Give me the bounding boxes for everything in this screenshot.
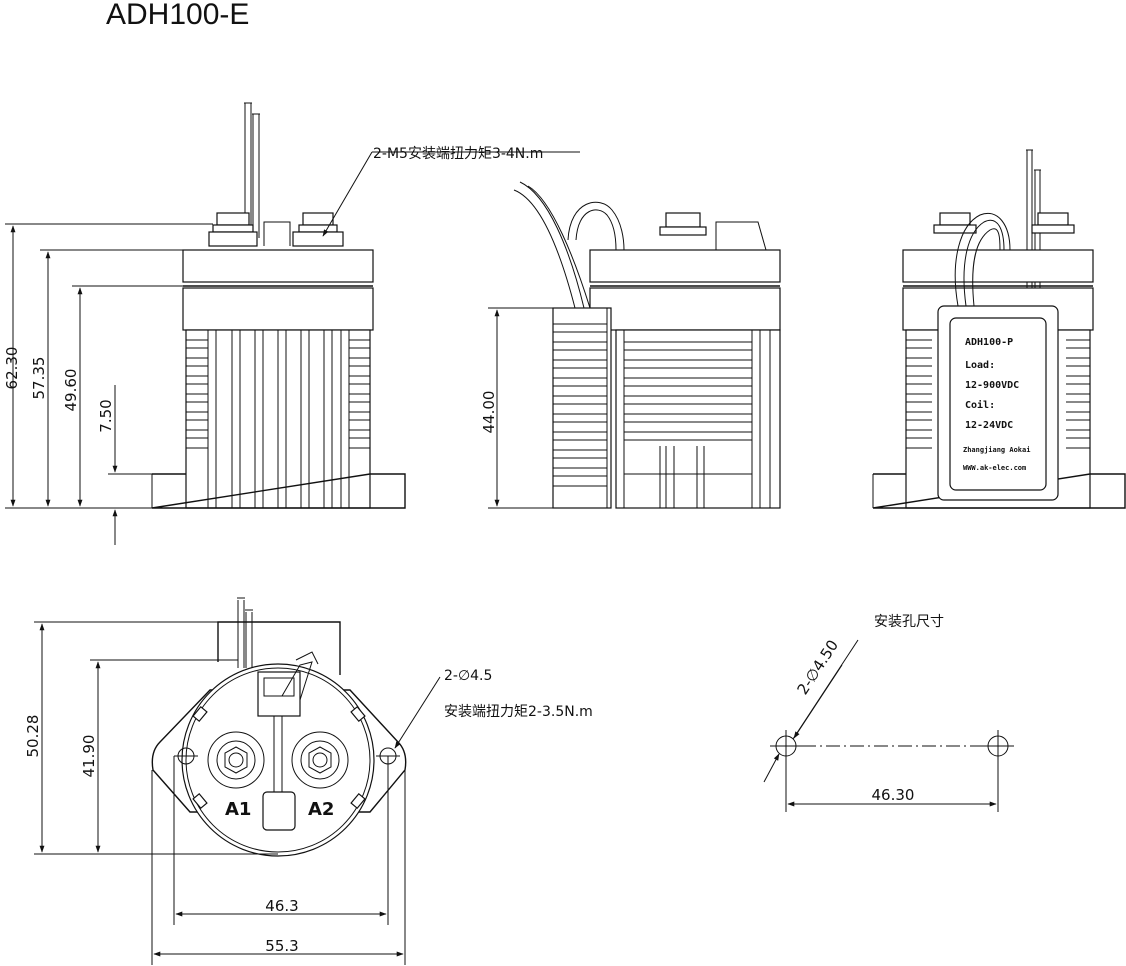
- terminal-a2-label: A2: [308, 799, 334, 820]
- dim-hole-spacing: 46.30: [872, 786, 915, 804]
- nameplate-coil-value: 12-24VDC: [965, 420, 1013, 431]
- rear-view: ADH100-P Load: 12-900VDC Coil: 12-24VDC …: [872, 149, 1126, 509]
- nameplate-model: ADH100-P: [965, 337, 1013, 348]
- front-view: 62.30 57.35 49.60 7.50: [3, 102, 580, 545]
- top-view: A1 A2 50.28 41.90 46.3 55.3: [24, 597, 441, 965]
- terminal-torque-note: 2-M5安装端扭力矩3-4N.m: [373, 146, 544, 162]
- dim-hole-diameter: 2-∅4.50: [794, 637, 843, 698]
- dim-top-height: 50.28: [24, 715, 42, 758]
- nameplate-load-label: Load:: [965, 360, 995, 371]
- dim-top-hole-spacing: 46.3: [265, 897, 298, 915]
- side-view: 44.00: [480, 181, 781, 509]
- nameplate-website: WWW.ak-elec.com: [963, 464, 1026, 472]
- nameplate-coil-label: Coil:: [965, 399, 995, 411]
- mount-hole-count-note: 2-∅4.5: [444, 668, 493, 684]
- nameplate-maker: Zhangjiang Aokai: [963, 446, 1030, 454]
- drawing-title: ADH100-E: [106, 0, 250, 31]
- hole-size-title: 安装孔尺寸: [874, 614, 944, 630]
- dim-side-height: 44.00: [480, 391, 498, 434]
- dim-top-inner-height: 41.90: [80, 735, 98, 778]
- dim-top-overall-width: 55.3: [265, 937, 298, 955]
- dim-front-flange: 7.50: [97, 399, 115, 432]
- terminal-a1-label: A1: [225, 799, 251, 820]
- dim-front-height-2: 57.35: [30, 357, 48, 400]
- nameplate-load-value: 12-900VDC: [965, 380, 1019, 391]
- mount-torque-note: 安装端扭力矩2-3.5N.m: [444, 704, 593, 720]
- mounting-hole-detail: 2-∅4.50 46.30: [763, 637, 1014, 812]
- dim-front-height-3: 49.60: [62, 369, 80, 412]
- dim-front-height-total: 62.30: [3, 347, 21, 390]
